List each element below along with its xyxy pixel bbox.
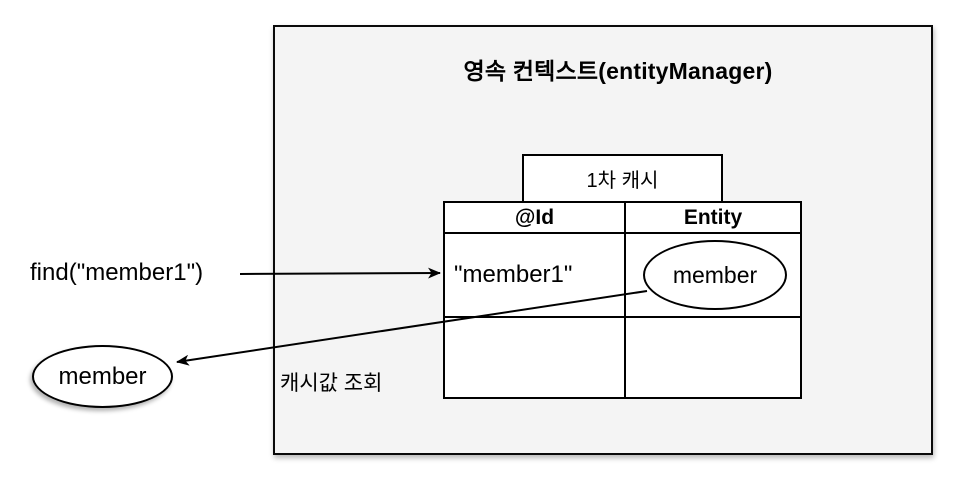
entity-ellipse-label: member	[672, 261, 758, 288]
table-header-entity: Entity	[683, 205, 743, 229]
first-level-cache-label: 1차 캐시	[586, 170, 659, 192]
first-level-cache-box: 1차 캐시	[522, 154, 723, 203]
table-cell-id-value: "member1"	[454, 261, 573, 288]
result-entity-label: member	[58, 362, 147, 390]
table-header-divider	[445, 232, 800, 234]
result-entity-ellipse: member	[32, 345, 173, 408]
table-header-id: @Id	[514, 205, 555, 229]
entity-ellipse: member	[643, 240, 787, 310]
table-row-divider	[445, 316, 800, 318]
cache-table: @Id Entity "member1"	[443, 201, 802, 399]
find-call-label: find("member1")	[30, 259, 204, 286]
diagram-title: 영속 컨텍스트(entityManager)	[463, 58, 773, 84]
cache-lookup-label: 캐시값 조회	[280, 372, 383, 395]
